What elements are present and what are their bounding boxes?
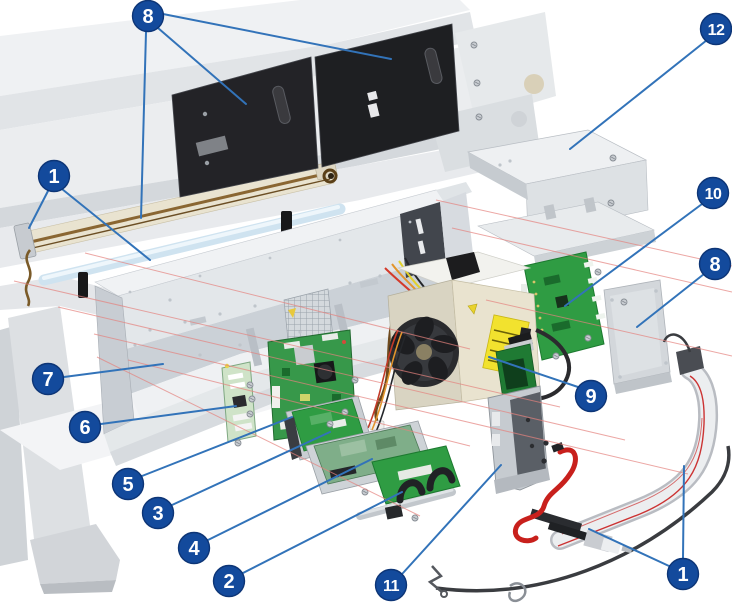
svg-text:3: 3	[152, 503, 163, 525]
metal-plate	[603, 279, 672, 394]
callout-6: 6	[68, 410, 102, 444]
callout-2: 2	[212, 564, 246, 598]
small-board-with-handles	[356, 445, 461, 520]
curled-cable-left	[24, 249, 32, 307]
handle	[396, 479, 426, 504]
red-cable	[512, 447, 578, 544]
callout-11: 11	[374, 568, 408, 602]
small-circuit-board	[221, 361, 257, 443]
callout-12: 12	[699, 12, 732, 46]
black-rear-panels	[171, 23, 460, 198]
svg-text:12: 12	[708, 22, 725, 39]
callouts: 8 12 1 10 8 7 6 5 3 4 2	[31, 0, 732, 602]
svg-text:9: 9	[585, 386, 596, 408]
svg-text:5: 5	[122, 474, 133, 496]
svg-text:4: 4	[188, 538, 200, 560]
handle	[426, 467, 456, 492]
callout-8-top: 8	[131, 0, 165, 33]
svg-text:8: 8	[142, 6, 153, 28]
hard-disk-bracket	[487, 332, 550, 494]
svg-text:10: 10	[705, 186, 722, 203]
svg-text:7: 7	[42, 369, 53, 391]
svg-text:8: 8	[709, 254, 720, 276]
trailing-cable-assembly	[427, 333, 731, 603]
callout-8-right: 8	[698, 247, 732, 281]
callout-3: 3	[141, 496, 175, 530]
cable-connector	[529, 508, 583, 533]
metal-bracket	[466, 129, 656, 268]
callout-7: 7	[31, 362, 65, 396]
callout-4: 4	[177, 531, 211, 565]
svg-text:11: 11	[383, 578, 400, 595]
callout-5: 5	[111, 467, 145, 501]
svg-text:2: 2	[223, 571, 234, 593]
callout-10: 10	[696, 176, 730, 210]
callout-1-bottom: 1	[666, 557, 700, 591]
svg-text:6: 6	[79, 417, 90, 439]
curled-cable-right	[322, 168, 338, 184]
guide-lines	[13, 199, 732, 517]
chassis-end-panel	[400, 202, 446, 278]
callout-1-left: 1	[37, 159, 71, 193]
svg-text:1: 1	[48, 166, 59, 188]
black-cable	[435, 445, 731, 593]
warning-triangle	[288, 308, 296, 318]
chassis-base	[94, 182, 476, 466]
callout-9: 9	[574, 379, 608, 413]
svg-text:1: 1	[677, 564, 688, 586]
rail-clip	[78, 272, 88, 298]
leader-lines	[28, 13, 708, 574]
